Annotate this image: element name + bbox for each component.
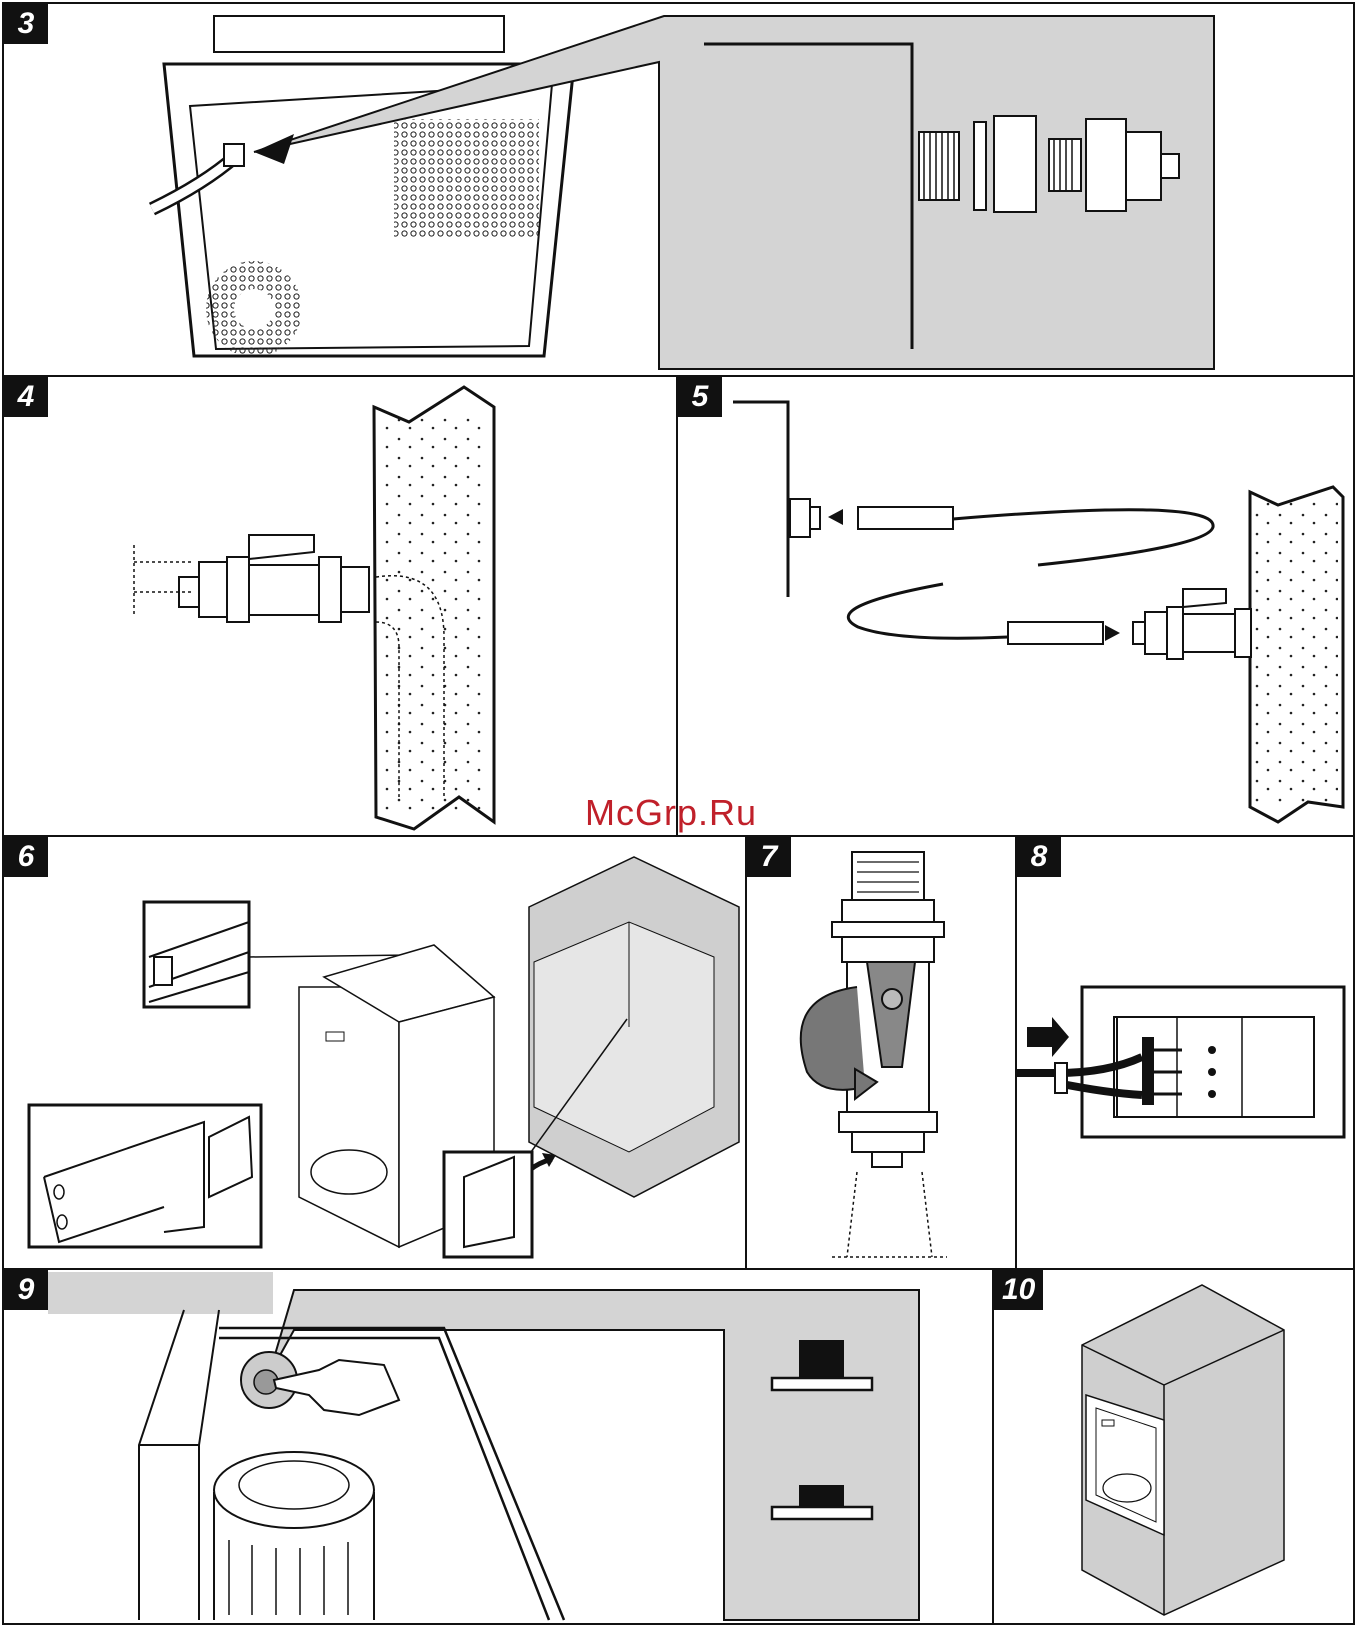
button-state-up (799, 1340, 844, 1378)
inlet-fitting (224, 144, 244, 166)
step-9-panel: 9 (2, 1268, 994, 1625)
hose-end-b (1008, 622, 1103, 644)
step-9-illustration (4, 1270, 994, 1625)
step-5-panel: 5 (676, 375, 1355, 837)
step-6-panel: 6 (2, 835, 747, 1270)
arrow-right-icon (1105, 625, 1120, 641)
valve-5 (1133, 589, 1251, 659)
step-7-illustration (747, 837, 1017, 1270)
appliance-front (299, 987, 399, 1247)
step-8-panel: 8 (1015, 835, 1355, 1270)
arrow-left-icon (828, 509, 843, 525)
step-10-panel: 10 (992, 1268, 1355, 1625)
flexible-hose (953, 510, 1213, 565)
step-4-illustration (4, 377, 678, 837)
step-4-panel: 4 (2, 375, 678, 837)
shutoff-valve (179, 535, 369, 622)
button-state-down (799, 1485, 844, 1507)
step-10-illustration (994, 1270, 1355, 1625)
step-8-illustration (1017, 837, 1355, 1270)
step-3-illustration (4, 4, 1355, 377)
arrow-right-icon-8 (1027, 1017, 1069, 1057)
hose-end-a (858, 507, 953, 529)
watermark: McGrp.Ru (585, 792, 757, 834)
step-3-panel: 3 (2, 2, 1355, 377)
step-7-panel: 7 (745, 835, 1017, 1270)
callout-zoom-9 (269, 1290, 919, 1620)
plug (1142, 1037, 1154, 1105)
detail-bracket-top (144, 902, 249, 1007)
appliance-inlet (790, 499, 810, 537)
step-5-illustration (678, 377, 1355, 837)
step-6-illustration (4, 837, 747, 1270)
